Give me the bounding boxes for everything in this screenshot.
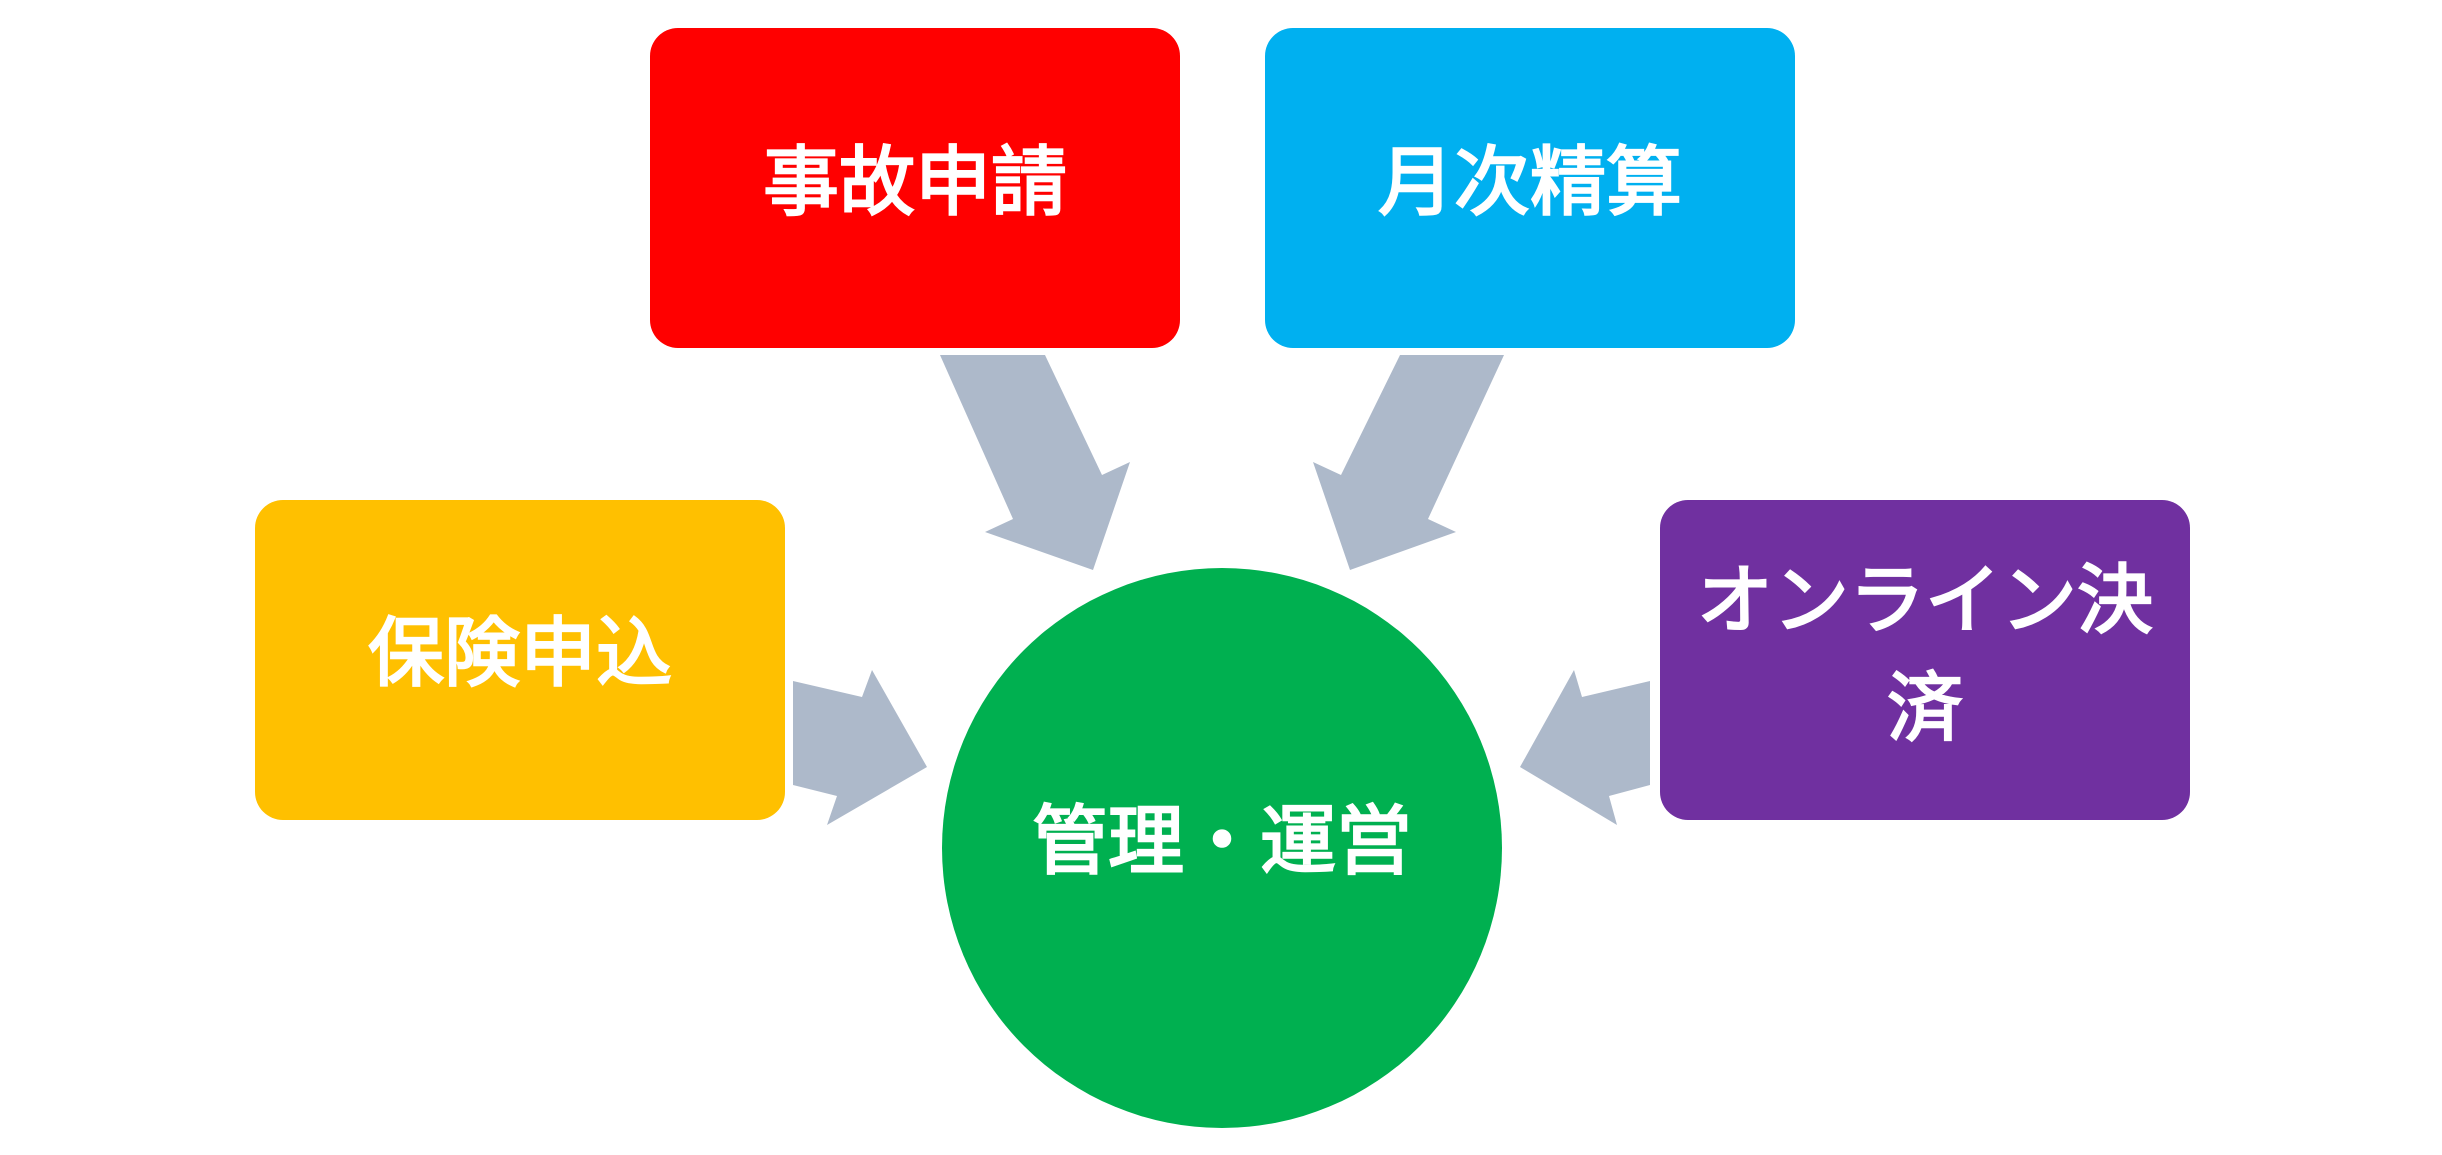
arrow-from-jiko [940,355,1130,570]
node-jiko-label: 事故申請 [763,138,1067,227]
node-online-label-line2: 済 [1887,664,1964,753]
node-jiko: 事故申請 [650,28,1180,348]
arrow-from-hoken [793,670,927,825]
node-online-box [1660,500,2190,820]
node-online: オンライン決 済 [1660,500,2190,820]
hub-label: 管理・運営 [1032,797,1412,886]
node-getsuji-box [1265,28,1795,348]
arrow-from-getsuji [1313,355,1504,570]
arrow-from-online [1520,670,1650,825]
node-hoken: 保険申込 [255,500,785,820]
hub-node: 管理・運営 [942,568,1502,1128]
node-getsuji-label: 月次精算 [1378,138,1682,227]
node-hoken-box [255,500,785,820]
node-hoken-label: 保険申込 [368,609,672,698]
node-getsuji: 月次精算 [1265,28,1795,348]
node-online-label-line1: オンライン決 [1697,556,2153,645]
hub-circle [942,568,1502,1128]
node-jiko-box [650,28,1180,348]
